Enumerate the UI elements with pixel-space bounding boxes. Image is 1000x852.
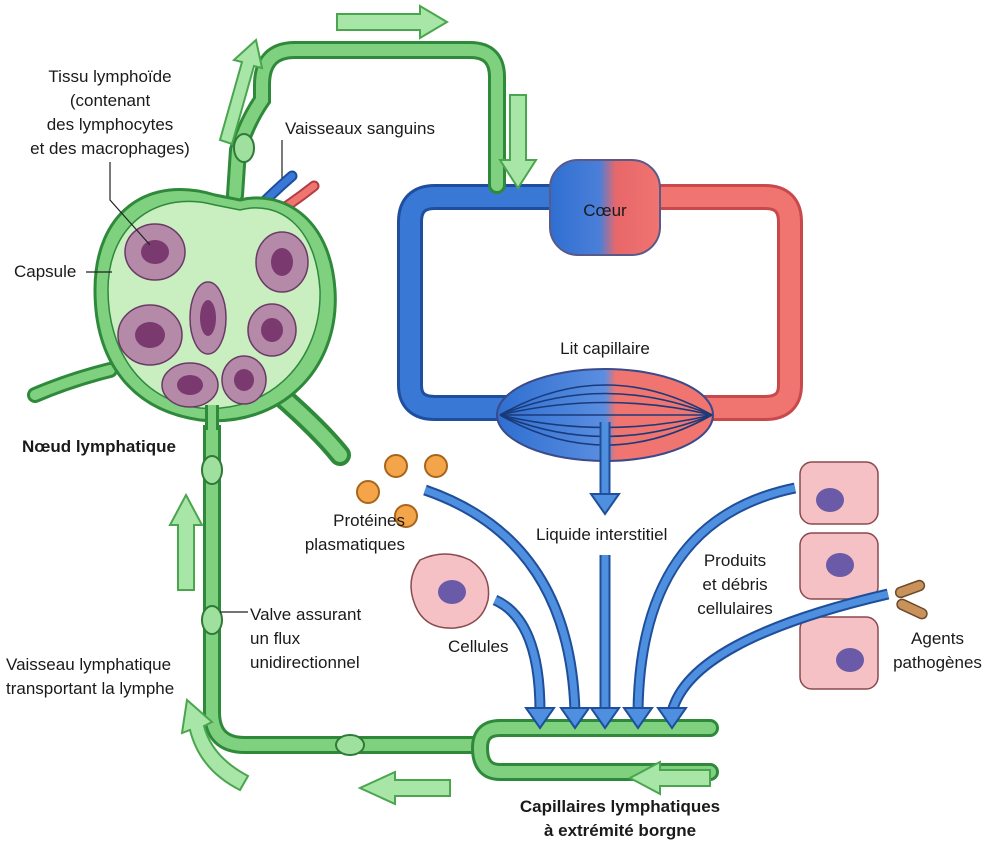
label-lymph-vessel-1: Vaisseau lymphatique [6, 655, 172, 674]
label-lymph-capillaries-1: Capillaires lymphatiques [519, 797, 721, 816]
leader-lines [86, 140, 283, 613]
pathogens [894, 579, 928, 620]
label-plasma-proteins-2: plasmatiques [304, 535, 405, 554]
label-capillary-bed: Lit capillaire [560, 339, 650, 358]
label-pathogens-1: Agents [911, 629, 964, 648]
label-cells: Cellules [448, 637, 509, 656]
label-cell-products-2: et débris [702, 575, 768, 594]
plasma-proteins [356, 454, 448, 528]
label-blood-vessels: Vaisseaux sanguins [285, 119, 435, 138]
label-lymph-capillaries-2: à extrémité borgne [543, 821, 697, 840]
label-lymphoid-tissue-2: (contenant [69, 91, 151, 110]
blood-circuit [397, 159, 803, 462]
label-interstitial-fluid: Liquide interstitiel [536, 525, 668, 544]
label-valve-1: Valve assurant [250, 605, 362, 624]
label-lymphoid-tissue-4: et des macrophages) [30, 139, 190, 158]
lymph-node [93, 188, 337, 430]
label-heart: Cœur [583, 201, 627, 220]
heart-shape [549, 159, 661, 256]
label-pathogens-2: pathogènes [893, 653, 982, 672]
lymph-vessels [27, 41, 719, 781]
cells [410, 461, 879, 690]
lymph-flow-arrows [168, 4, 711, 806]
label-plasma-proteins-1: Protéines [333, 511, 405, 530]
fluid-flow-arrows [423, 422, 890, 730]
label-cell-products-1: Produits [703, 551, 767, 570]
label-lymph-vessel-2: transportant la lymphe [6, 679, 175, 698]
label-valve-2: un flux [250, 629, 301, 648]
label-capsule: Capsule [14, 262, 77, 281]
label-valve-3: unidirectionnel [250, 653, 360, 672]
label-lymphoid-tissue-1: Tissu lymphoïde [48, 67, 172, 86]
label-cell-products-3: cellulaires [697, 599, 773, 618]
label-lymphoid-tissue-3: des lymphocytes [46, 115, 174, 134]
label-lymph-node: Nœud lymphatique [22, 437, 176, 456]
